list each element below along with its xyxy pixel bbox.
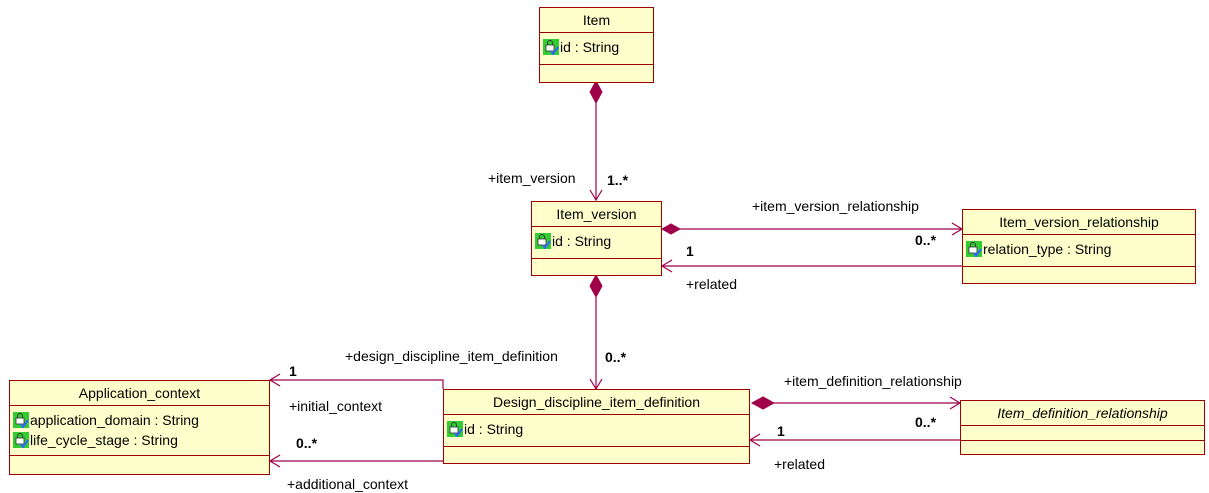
attribute-text: id : String bbox=[464, 421, 524, 437]
multiplicity-item-version-relationship: 0..* bbox=[915, 232, 937, 248]
initial-context-line bbox=[270, 379, 444, 389]
class-item-version-attributes: id : String bbox=[532, 227, 661, 259]
role-label-additional-context: +additional_context bbox=[287, 476, 409, 492]
arrowhead-additional-context bbox=[268, 454, 281, 468]
attribute-icon bbox=[447, 421, 463, 437]
multiplicity-design-discipline: 0..* bbox=[605, 349, 627, 365]
multiplicity-related-definition: 1 bbox=[777, 423, 785, 439]
class-item-version-relationship-name: Item_version_relationship bbox=[963, 210, 1195, 235]
class-design-discipline-item-definition[interactable]: Design_discipline_item_definition id : S… bbox=[443, 389, 750, 464]
class-item-attributes: id : String bbox=[540, 33, 653, 65]
attribute-icon bbox=[13, 432, 29, 448]
attribute-icon bbox=[13, 412, 29, 428]
class-item-version-relationship[interactable]: Item_version_relationship relation_type … bbox=[962, 209, 1196, 284]
multiplicity-item-version: 1..* bbox=[607, 172, 629, 188]
attribute-text: life_cycle_stage : String bbox=[30, 432, 178, 448]
attribute-row: application_domain : String bbox=[10, 410, 269, 430]
diamond-item bbox=[589, 79, 603, 105]
attribute-row: id : String bbox=[540, 37, 653, 57]
role-label-item-definition-relationship: +item_definition_relationship bbox=[784, 373, 962, 389]
class-item-version-relationship-attributes: relation_type : String bbox=[963, 235, 1195, 267]
arrowhead-item-version bbox=[589, 189, 603, 202]
role-label-related-version: +related bbox=[686, 276, 737, 292]
arrowhead-related-version bbox=[660, 259, 673, 273]
role-label-item-version-relationship: +item_version_relationship bbox=[752, 198, 919, 214]
class-item[interactable]: Item id : String bbox=[539, 7, 654, 83]
class-item-definition-relationship-attributes bbox=[961, 426, 1204, 441]
class-design-discipline-item-definition-name: Design_discipline_item_definition bbox=[444, 390, 749, 415]
arrowhead-related-definition bbox=[748, 433, 761, 447]
attribute-text: id : String bbox=[552, 233, 612, 249]
multiplicity-initial-context: 1 bbox=[289, 363, 297, 379]
class-item-version[interactable]: Item_version id : String bbox=[531, 201, 662, 276]
class-application-context-attributes: application_domain : String life_cycle_s… bbox=[10, 406, 269, 456]
multiplicity-related-version: 1 bbox=[686, 243, 694, 259]
diamond-definition-relationship bbox=[750, 396, 776, 410]
class-item-version-name: Item_version bbox=[532, 202, 661, 227]
class-item-name: Item bbox=[540, 8, 653, 33]
class-item-definition-relationship-name: Item_definition_relationship bbox=[961, 401, 1204, 426]
attribute-row: id : String bbox=[532, 231, 661, 251]
attribute-icon bbox=[535, 233, 551, 249]
attribute-icon bbox=[966, 241, 982, 257]
role-label-initial-context: +initial_context bbox=[289, 398, 383, 414]
attribute-text: application_domain : String bbox=[30, 412, 199, 428]
attribute-icon bbox=[543, 39, 559, 55]
diamond-definition bbox=[589, 273, 603, 299]
role-label-related-definition: +related bbox=[774, 456, 825, 472]
role-label-item-version: +item_version bbox=[488, 170, 576, 186]
attribute-row: relation_type : String bbox=[963, 239, 1195, 259]
class-application-context[interactable]: Application_context application_domain :… bbox=[9, 380, 270, 475]
multiplicity-item-definition-relationship: 0..* bbox=[915, 414, 937, 430]
attribute-row: life_cycle_stage : String bbox=[10, 430, 269, 450]
class-design-discipline-item-definition-attributes: id : String bbox=[444, 415, 749, 447]
diamond-version-relationship bbox=[660, 223, 682, 235]
attribute-text: id : String bbox=[560, 39, 620, 55]
multiplicity-additional-context: 0..* bbox=[296, 435, 318, 451]
arrowhead-initial-context bbox=[268, 373, 281, 387]
attribute-row: id : String bbox=[444, 419, 749, 439]
class-item-definition-relationship[interactable]: Item_definition_relationship bbox=[960, 400, 1205, 455]
attribute-text: relation_type : String bbox=[983, 241, 1112, 257]
class-application-context-name: Application_context bbox=[10, 381, 269, 406]
role-label-design-discipline: +design_discipline_item_definition bbox=[345, 348, 558, 364]
